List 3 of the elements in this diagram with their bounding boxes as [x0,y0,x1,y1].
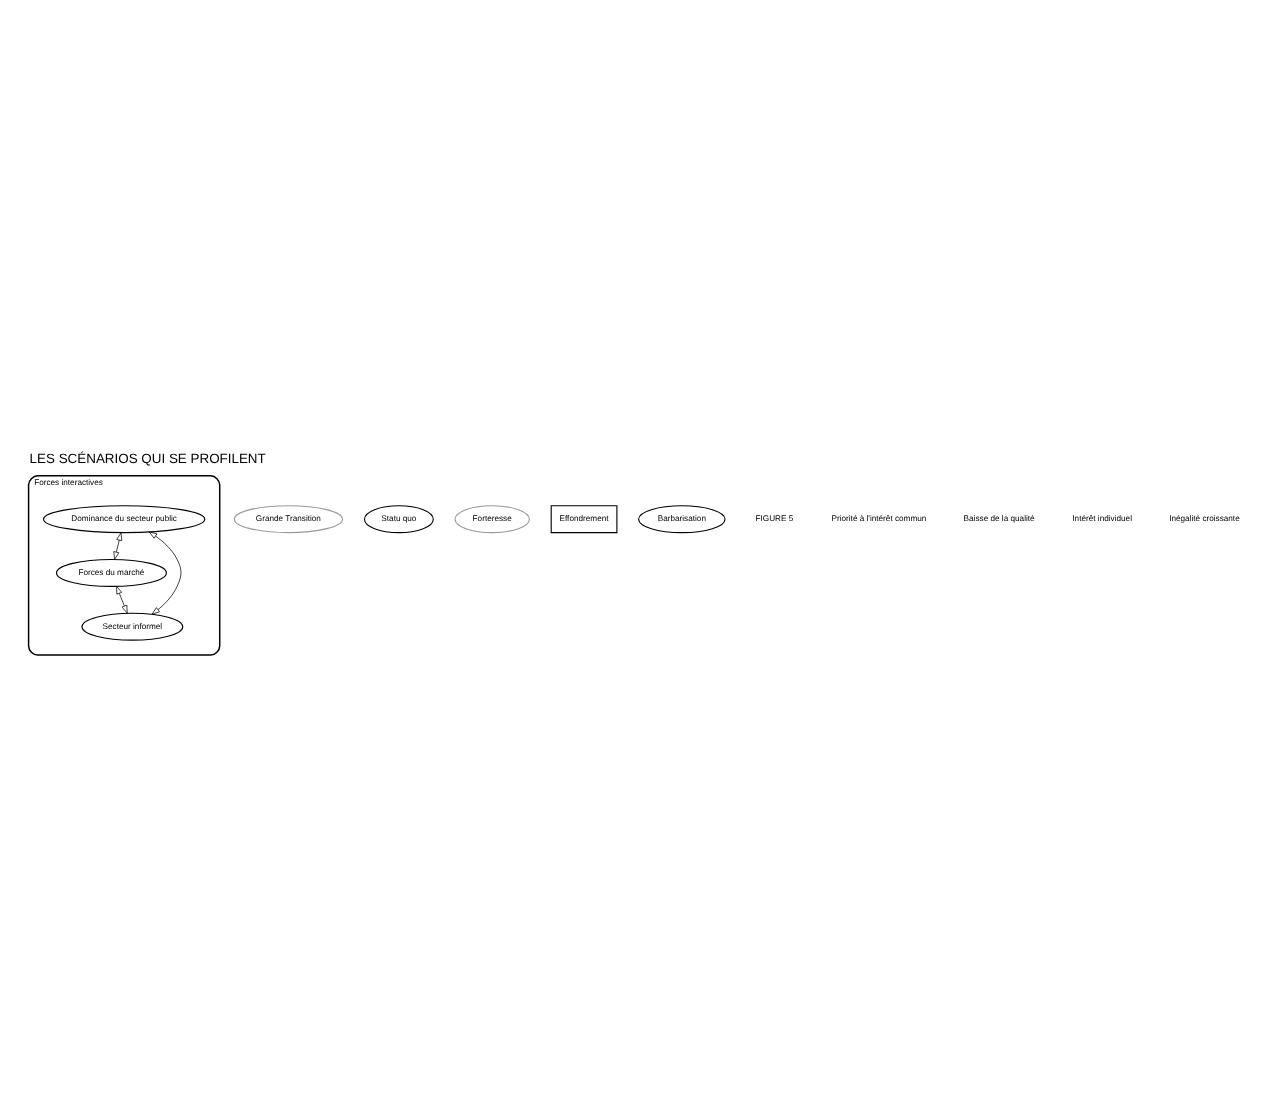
arrow [148,530,182,614]
arrow [116,584,128,613]
arrow [113,531,123,559]
